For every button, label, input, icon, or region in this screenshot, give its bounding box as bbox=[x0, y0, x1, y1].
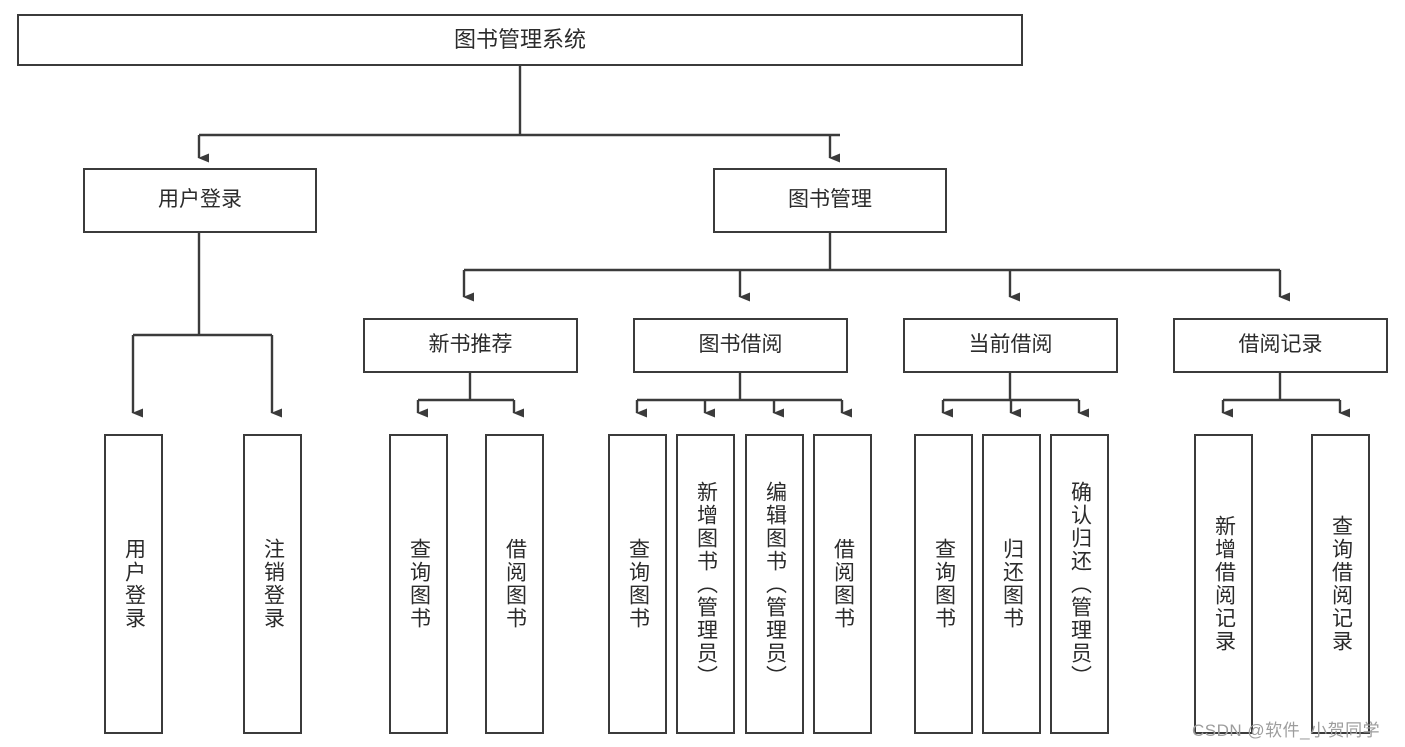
node-label: 查询图书 bbox=[407, 538, 431, 630]
node-label: 新书推荐 bbox=[428, 333, 513, 357]
leaf-current-confirm-return-admin[interactable]: 确认归还（管理员） bbox=[1050, 434, 1109, 734]
node-label: 查询图书 bbox=[626, 538, 650, 630]
watermark-text: CSDN @软件_小贺同学 bbox=[1192, 721, 1381, 740]
node-label: 查询图书 bbox=[932, 538, 956, 630]
node-current-borrow[interactable]: 当前借阅 bbox=[903, 318, 1118, 373]
node-book-management[interactable]: 图书管理 bbox=[713, 168, 947, 233]
node-borrow-records[interactable]: 借阅记录 bbox=[1173, 318, 1388, 373]
node-label: 图书管理系统 bbox=[453, 27, 586, 53]
node-new-book-recommend[interactable]: 新书推荐 bbox=[363, 318, 578, 373]
leaf-user-login-logout[interactable]: 注销登录 bbox=[243, 434, 302, 734]
leaf-records-add-record[interactable]: 新增借阅记录 bbox=[1194, 434, 1253, 734]
leaf-current-query-book[interactable]: 查询图书 bbox=[914, 434, 973, 734]
node-label: 编辑图书（管理员） bbox=[763, 480, 787, 688]
node-label: 用户登录 bbox=[122, 538, 146, 630]
leaf-borrow-edit-book-admin[interactable]: 编辑图书（管理员） bbox=[745, 434, 804, 734]
node-user-login[interactable]: 用户登录 bbox=[83, 168, 317, 233]
node-label: 借阅图书 bbox=[831, 538, 855, 630]
leaf-borrow-query-book[interactable]: 查询图书 bbox=[608, 434, 667, 734]
leaf-new-book-query[interactable]: 查询图书 bbox=[389, 434, 448, 734]
leaf-user-login-login[interactable]: 用户登录 bbox=[104, 434, 163, 734]
node-label: 图书借阅 bbox=[698, 333, 783, 357]
leaf-current-return-book[interactable]: 归还图书 bbox=[982, 434, 1041, 734]
node-label: 新增图书（管理员） bbox=[694, 480, 718, 688]
node-label: 用户登录 bbox=[158, 188, 242, 212]
node-label: 图书管理 bbox=[788, 188, 872, 212]
node-label: 确认归还（管理员） bbox=[1068, 480, 1092, 688]
leaf-borrow-add-book-admin[interactable]: 新增图书（管理员） bbox=[676, 434, 735, 734]
node-label: 当前借阅 bbox=[968, 333, 1053, 357]
node-label: 归还图书 bbox=[1000, 538, 1024, 630]
node-label: 借阅图书 bbox=[503, 538, 527, 630]
leaf-new-book-borrow[interactable]: 借阅图书 bbox=[485, 434, 544, 734]
node-book-borrow[interactable]: 图书借阅 bbox=[633, 318, 848, 373]
leaf-records-query-record[interactable]: 查询借阅记录 bbox=[1311, 434, 1370, 734]
node-root-system[interactable]: 图书管理系统 bbox=[17, 14, 1023, 66]
node-label: 查询借阅记录 bbox=[1329, 515, 1353, 653]
node-label: 新增借阅记录 bbox=[1212, 515, 1236, 653]
node-label: 借阅记录 bbox=[1238, 333, 1323, 357]
node-label: 注销登录 bbox=[261, 538, 285, 630]
leaf-borrow-borrow-book[interactable]: 借阅图书 bbox=[813, 434, 872, 734]
